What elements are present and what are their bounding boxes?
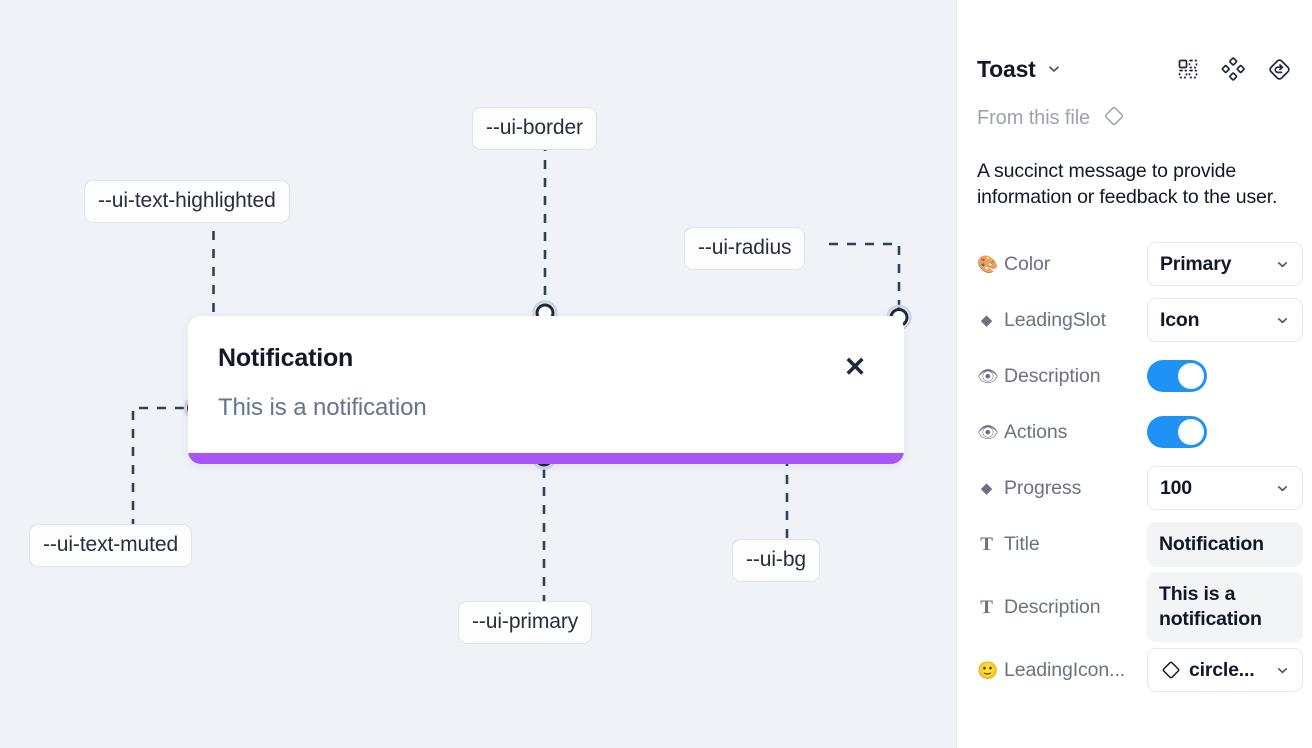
actions-toggle[interactable]: [1147, 416, 1207, 449]
toast-component-preview[interactable]: Notification This is a notification ✕: [188, 316, 904, 464]
property-row-actions-toggle: 👁 Actions: [977, 404, 1292, 460]
property-name: Progress: [1004, 476, 1082, 499]
component-description: A succinct message to provide informatio…: [977, 160, 1278, 208]
token-label-ui-primary[interactable]: --ui-primary: [458, 601, 593, 644]
leadingicon-select-value: circle...: [1189, 658, 1255, 681]
color-select[interactable]: Primary: [1147, 242, 1303, 287]
toggle-knob: [1178, 363, 1204, 390]
property-row-description-text: T Description This is a notification: [977, 572, 1303, 643]
toast-description: This is a notification: [218, 394, 427, 421]
property-name: Actions: [1004, 420, 1068, 443]
properties-panel: Toast: [956, 0, 1312, 748]
property-row-leadingicon: 🙂 LeadingIcon... circle...: [977, 642, 1303, 698]
property-name: LeadingIcon...: [1004, 658, 1126, 681]
diamond-outline-icon: [1102, 104, 1126, 133]
toggle-knob: [1178, 419, 1204, 446]
leadingslot-select-value: Icon: [1160, 308, 1200, 331]
description-toggle[interactable]: [1147, 360, 1207, 393]
chevron-down-icon: [1275, 481, 1290, 496]
page-title: Toast: [977, 55, 1036, 82]
eye-icon: 👁: [977, 422, 999, 442]
token-label-ui-bg[interactable]: --ui-bg: [732, 539, 820, 582]
property-name: Title: [1004, 532, 1040, 555]
property-name: Color: [1004, 252, 1051, 275]
property-name: Description: [1004, 364, 1101, 387]
property-label-leadingicon: 🙂 LeadingIcon...: [977, 659, 1147, 682]
property-name: Description: [1004, 595, 1101, 618]
property-row-title: T Title Notification: [977, 516, 1303, 572]
chevron-down-icon[interactable]: [1046, 61, 1062, 77]
progress-select[interactable]: 100: [1147, 466, 1303, 511]
property-name: LeadingSlot: [1004, 308, 1106, 331]
text-icon: T: [980, 533, 993, 555]
chevron-down-icon: [1275, 663, 1290, 678]
property-label-actions: 👁 Actions: [977, 421, 1147, 444]
property-row-description-toggle: 👁 Description: [977, 348, 1292, 404]
progress-select-value: 100: [1160, 476, 1192, 499]
property-label-progress: ◆ Progress: [977, 477, 1147, 500]
reset-instance-icon[interactable]: [1267, 57, 1292, 82]
property-label-title: T Title: [977, 533, 1147, 556]
toast-close-icon[interactable]: ✕: [843, 351, 867, 382]
token-label-ui-text-muted[interactable]: --ui-text-muted: [29, 524, 193, 567]
description-field[interactable]: This is a notification: [1147, 572, 1303, 643]
chevron-down-icon: [1275, 257, 1290, 272]
property-label-color: 🎨 Color: [977, 253, 1147, 276]
chevron-down-icon: [1275, 313, 1290, 328]
variants-diamond-icon[interactable]: [1221, 57, 1245, 81]
header-icon-group: [1177, 57, 1292, 82]
property-label-description: 👁 Description: [977, 365, 1147, 388]
panel-header: Toast: [977, 38, 1292, 100]
component-grid-icon[interactable]: [1177, 58, 1199, 80]
property-row-progress: ◆ Progress 100: [977, 460, 1303, 516]
from-this-file-row[interactable]: From this file: [977, 104, 1292, 133]
text-icon: T: [980, 596, 993, 618]
title-field[interactable]: Notification: [1147, 521, 1303, 567]
from-this-file-label: From this file: [977, 107, 1091, 129]
toast-title: Notification: [218, 344, 354, 372]
smiley-icon: 🙂: [977, 660, 999, 680]
eye-icon: 👁: [977, 366, 999, 386]
toast-progress-bar: [188, 453, 904, 464]
leadingicon-select[interactable]: circle...: [1147, 648, 1303, 693]
token-label-ui-border[interactable]: --ui-border: [472, 107, 597, 150]
property-label-description-text: T Description: [977, 596, 1147, 619]
diamond-icon: ◆: [980, 479, 993, 497]
diamond-outline-icon: [1160, 659, 1182, 681]
leadingslot-select[interactable]: Icon: [1147, 298, 1303, 343]
token-label-ui-radius[interactable]: --ui-radius: [684, 227, 806, 270]
diamond-icon: ◆: [980, 311, 993, 329]
palette-icon: 🎨: [977, 254, 999, 274]
property-row-leadingslot: ◆ LeadingSlot Icon: [977, 292, 1303, 348]
color-select-value: Primary: [1160, 252, 1232, 275]
design-canvas[interactable]: Notification This is a notification ✕ --…: [0, 0, 956, 748]
token-label-ui-text-highlighted[interactable]: --ui-text-highlighted: [84, 180, 290, 223]
property-list: 🎨 Color Primary ◆ LeadingSlot: [977, 236, 1303, 698]
property-row-color: 🎨 Color Primary: [977, 236, 1303, 292]
property-label-leadingslot: ◆ LeadingSlot: [977, 309, 1147, 332]
